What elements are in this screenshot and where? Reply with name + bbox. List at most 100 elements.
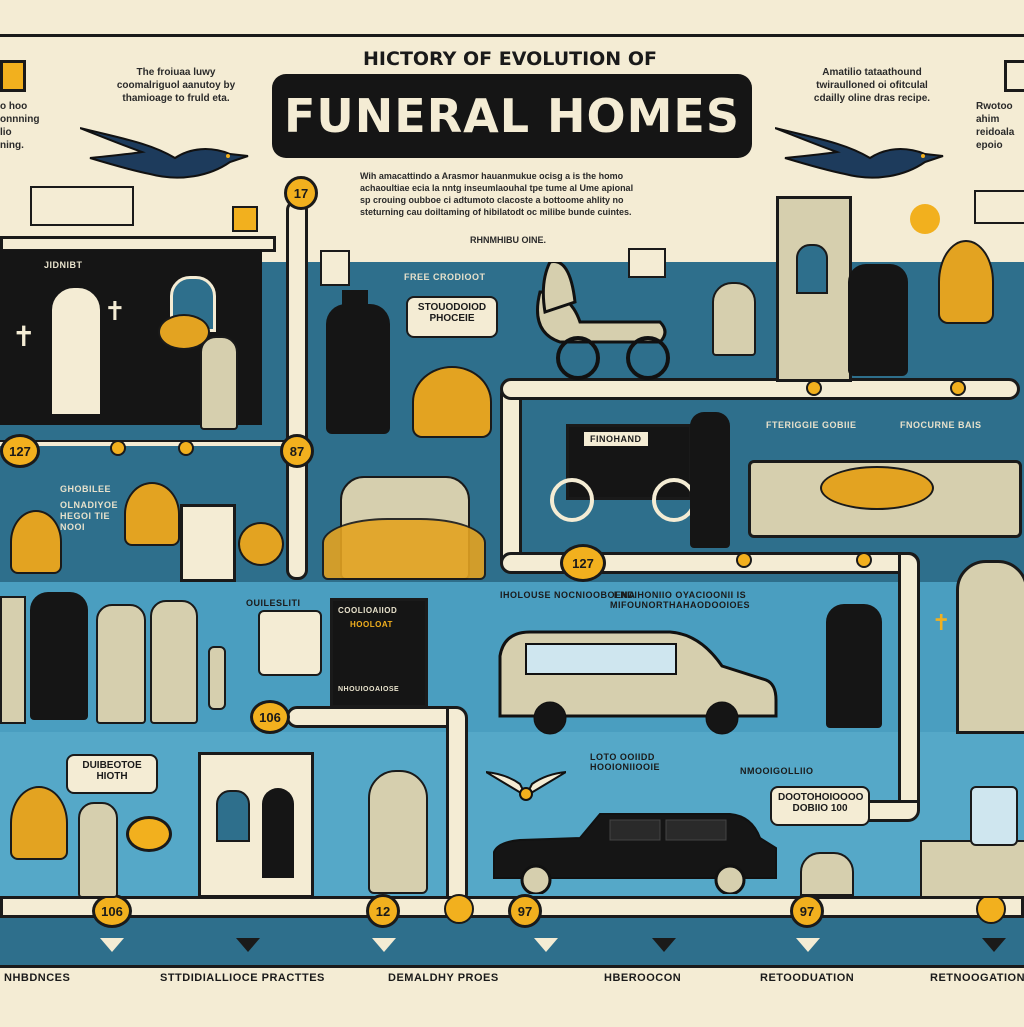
speech-bubble: DOOTOHOIOOOO DOBIIO 100: [770, 786, 870, 826]
timeline-track: [286, 200, 308, 580]
timeline-dot[interactable]: [806, 380, 822, 396]
timeline-dot[interactable]: [950, 380, 966, 396]
mourner-figure: [150, 600, 198, 724]
chevron-down-icon: [372, 938, 396, 952]
scene-tag: FNOCURNE BAIS: [900, 420, 982, 430]
cross-icon: ✝: [932, 610, 951, 635]
scene-tag: NMOOIGOLLIIO: [740, 766, 814, 776]
modern-hearse: [493, 813, 777, 894]
note-card: [30, 186, 134, 226]
timeline-badge[interactable]: 106: [92, 894, 132, 928]
flower-bush: [412, 366, 492, 438]
timeline-dot[interactable]: [178, 440, 194, 456]
scroll-note: [258, 610, 322, 676]
timeline-dot[interactable]: [736, 552, 752, 568]
undertaker-figure: [690, 412, 730, 548]
board-footer: NHOUIOOAIOSE: [338, 686, 400, 693]
obituary-board: [330, 598, 428, 708]
winged-emblem-icon: [486, 771, 566, 801]
carriage-icon: [536, 262, 670, 380]
center-note: RHNMHIBU OINE.: [470, 235, 546, 245]
mausoleum-window: [216, 790, 250, 842]
memorial-steps: [920, 840, 1024, 898]
timeline-dot[interactable]: [444, 894, 474, 924]
subtitle: HICTORY OF EVOLUTION OF: [363, 48, 657, 70]
timeline-badge[interactable]: 106: [250, 700, 290, 734]
mausoleum-door: [262, 788, 294, 878]
mourner-figure: [30, 592, 88, 720]
memorial-plaque: [180, 504, 236, 582]
mourner-figure: [200, 336, 238, 430]
bird-icon: [775, 127, 944, 179]
chevron-down-icon: [236, 938, 260, 952]
timeline-dot[interactable]: [856, 552, 872, 568]
timeline-badge[interactable]: 127: [0, 434, 40, 468]
casket-flowers: [820, 466, 934, 510]
timeline-track: [446, 706, 468, 906]
flower-vase: [368, 770, 428, 894]
flower-bush: [322, 518, 486, 580]
footer-label: NHBDNCES: [4, 972, 71, 984]
chapel-window: [796, 244, 828, 294]
timeline-dot[interactable]: [110, 440, 126, 456]
flower-bouquet: [238, 522, 284, 566]
note-icon: [320, 250, 350, 286]
corner-frame-left: [0, 60, 26, 92]
sign-left: GHOBILEE: [60, 484, 112, 494]
mourner-figure: [96, 604, 146, 724]
hearse-sign: FINOHAND: [584, 432, 648, 446]
timeline-track: [500, 382, 522, 572]
timeline-badge[interactable]: 12: [366, 894, 400, 928]
right-blurb: Amatilio tataathound twiraulloned oi ofi…: [813, 67, 931, 104]
door: [52, 288, 100, 414]
seated-mourner: [848, 264, 908, 376]
page-title: FUNERAL HOMES: [272, 74, 752, 158]
timeline-line: [0, 440, 300, 446]
timeline-badge[interactable]: 97: [508, 894, 542, 928]
far-left-blurb: o hoo onnning lio ning.: [0, 101, 40, 151]
flower-bouquet: [124, 482, 180, 546]
timeline-badge[interactable]: 97: [790, 894, 824, 928]
chevron-down-icon: [982, 938, 1006, 952]
far-right-blurb: Rwotoo ahim reidoala epoio: [976, 101, 1015, 151]
cross-icon: ✝: [12, 321, 36, 352]
scene-tag: FREE CRODIOOT: [404, 272, 486, 282]
elderly-figure: [826, 604, 882, 728]
chevron-down-icon: [534, 938, 558, 952]
timeline-track: [898, 552, 920, 820]
band-footer: [0, 965, 1024, 1027]
flower-bouquet: [10, 786, 68, 860]
timeline-badge[interactable]: 127: [560, 544, 606, 582]
center-blurb: Wih amacattindo a Arasmor hauanmukue oci…: [360, 171, 634, 217]
chevron-down-icon: [100, 938, 124, 952]
timeline-badge[interactable]: 17: [284, 176, 318, 210]
footer-label: RETOODUATION: [760, 972, 855, 984]
home-sign: JIDNIBT: [44, 260, 83, 270]
speech-bubble: DUIBEOTOE HIOTH: [66, 754, 158, 794]
wreath-icon: [126, 816, 172, 852]
note-card: [974, 190, 1024, 224]
footer-label: HBEROOCON: [604, 972, 682, 984]
corner-frame-right: [1004, 60, 1024, 92]
chevron-down-icon: [652, 938, 676, 952]
timeline-badge[interactable]: 87: [280, 434, 314, 468]
mourner-group: [0, 596, 26, 724]
top-hat-icon: [342, 290, 368, 306]
seated-mourner: [326, 304, 390, 434]
tag-icon: [232, 206, 258, 232]
cross-icon: ✝: [104, 296, 126, 326]
bird-icon: [80, 127, 249, 179]
footer-label: RETNOOGATION: [930, 972, 1024, 984]
footer-label: DEMALDHY PROES: [388, 972, 499, 984]
timeline-dot[interactable]: [976, 894, 1006, 924]
gothic-door: [956, 560, 1024, 734]
scene-tag: FTERIGGIE GOBIIE: [766, 420, 857, 430]
veiled-statue: [712, 282, 756, 356]
headstone: [800, 852, 854, 896]
hearse-van: [498, 630, 778, 735]
scene-tag: IHOLOUSE NOCNIOOBOENA: [500, 590, 636, 600]
flower-bouquet: [938, 240, 994, 324]
scene-tag: LOTO OOIIDD HOOIONIIOOIE: [590, 752, 661, 772]
candle-icon: [208, 646, 226, 710]
sign-left-body: OLNADIYOE HEGOI TIE NOOI: [60, 500, 119, 532]
